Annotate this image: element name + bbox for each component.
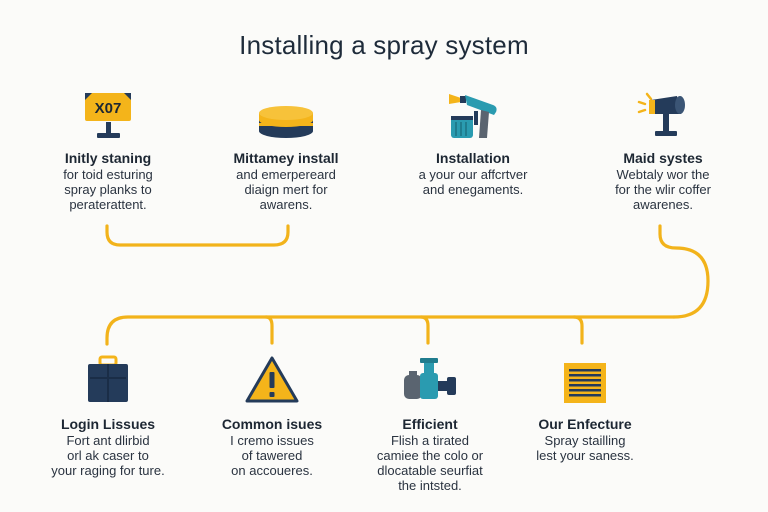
step-title: Installation (436, 150, 510, 166)
step-description: Flish a tirated camiee the colo or dloca… (376, 433, 484, 493)
step-title: Initly staning (64, 150, 152, 166)
sign-post-text: X07 (95, 100, 122, 117)
connector-drop-3 (419, 315, 430, 345)
step-title: Mittamey install (233, 150, 339, 166)
connector-right-curve (658, 224, 710, 319)
pump-icon (400, 355, 460, 405)
step-title: Maid systes (623, 150, 703, 166)
connector-bottom-rail (105, 315, 676, 346)
step-description: and emerpereard diaign mert for awarens. (236, 167, 336, 212)
connector-drop-2 (264, 315, 274, 345)
step-description: Spray stailling lest your saness. (536, 433, 634, 463)
step-title: Common isues (221, 416, 323, 432)
step-description: Webtaly wor the for the wlir coffer awar… (615, 167, 711, 212)
spray-gun-icon (443, 90, 503, 144)
step-description: I cremo issues of tawered on accoueres. (230, 433, 314, 478)
stacked-discs-icon (256, 102, 316, 142)
step-title: Efficient (402, 416, 458, 432)
step-description: Fort ant dlirbid orl ak caser to your ra… (51, 433, 165, 478)
step-description: a your our affcrtver and enegaments. (418, 167, 528, 197)
sign-post-icon: X07 (80, 90, 136, 144)
vent-panel-icon (560, 361, 610, 405)
step-title: Our Enfecture (538, 416, 632, 432)
connector-top-left (105, 224, 290, 247)
spotlight-icon (633, 90, 693, 144)
step-description: for toid esturing spray planks to perate… (63, 167, 153, 212)
warning-icon (244, 355, 300, 405)
connector-drop-4 (572, 315, 584, 345)
briefcase-icon (80, 355, 136, 405)
step-title: Login Lissues (60, 416, 156, 432)
page-title: Installing a spray system (239, 30, 529, 60)
